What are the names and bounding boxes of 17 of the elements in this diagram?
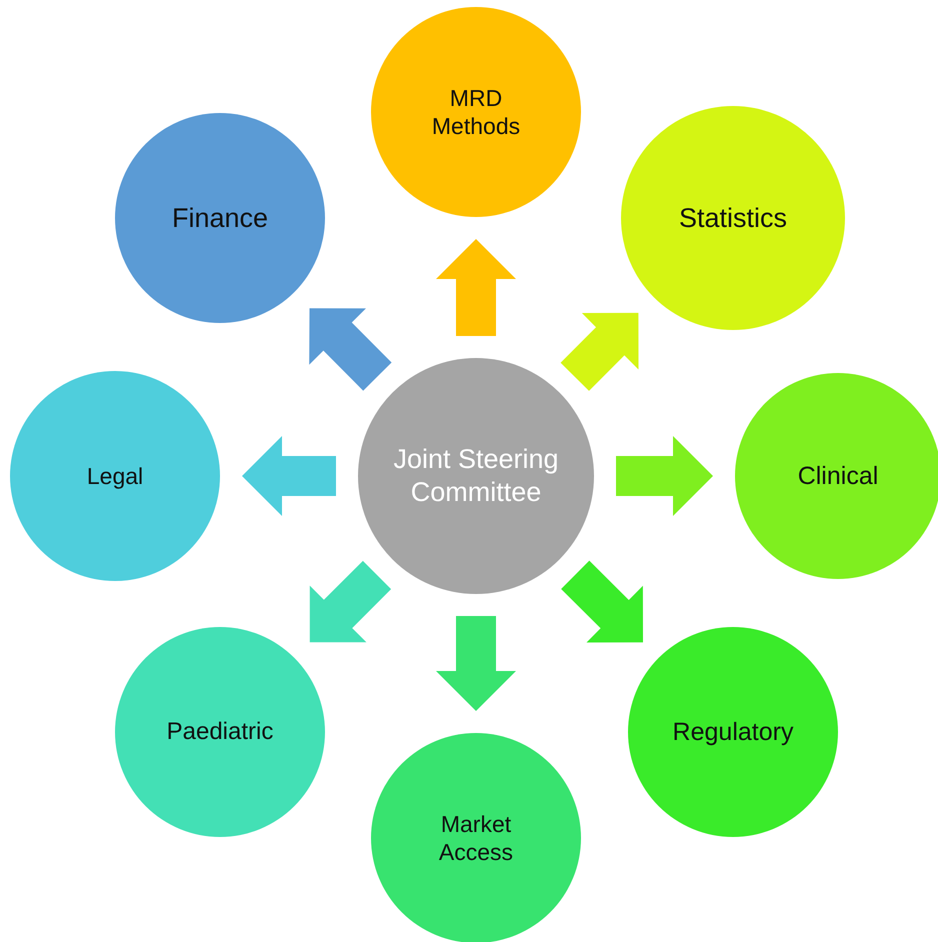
node-label: Finance	[172, 202, 268, 234]
node-label: Paediatric	[166, 717, 274, 747]
block-arrow	[616, 436, 713, 516]
block-arrow	[242, 436, 336, 516]
node-label: Market Access	[438, 810, 514, 866]
block-arrow	[310, 560, 392, 642]
block-arrow	[436, 239, 516, 336]
node-label: Legal	[86, 462, 144, 490]
block-arrow	[309, 308, 392, 391]
node-label: Clinical	[798, 460, 878, 492]
block-arrow	[436, 616, 516, 711]
block-arrow	[560, 312, 638, 391]
node-label: Statistics	[678, 202, 788, 234]
block-arrow	[561, 560, 643, 642]
node-label: Regulatory	[672, 716, 794, 748]
node-label: Joint Steering Committee	[392, 443, 560, 509]
node-label: MRD Methods	[430, 84, 522, 140]
